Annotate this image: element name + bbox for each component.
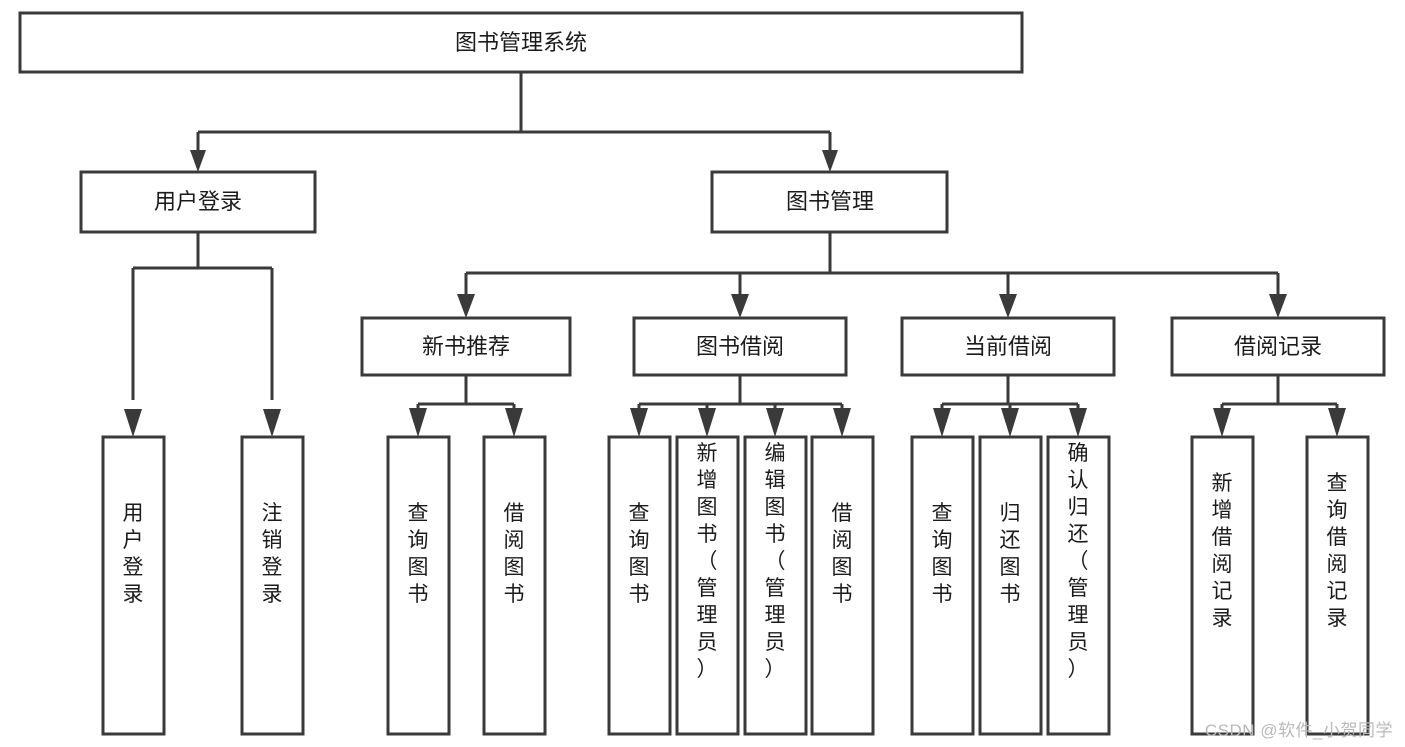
leaf-node-user-login[interactable]: 用户登录 [101,435,166,736]
leaf-query-book-3-label: 查询图书 [932,502,953,606]
leaf-edit-book-label: 编辑图书（管理员） [765,442,786,681]
leaf-add-book-box[interactable] [675,435,740,736]
leaf-query-book-2-box[interactable] [607,435,672,736]
leaf-query-book-1-box[interactable] [386,435,451,736]
node-borrow-record-label: 借阅记录 [1234,334,1322,359]
leaf-node-add-book[interactable]: 新增图书（管理员） [675,435,740,736]
leaf-add-record-label: 新增借阅记录 [1212,472,1233,630]
leaf-user-logout-label: 注销登录 [262,502,283,606]
leaf-node-query-book-2[interactable]: 查询图书 [607,435,672,736]
arrow-head-leaf-add-record [1213,408,1231,437]
leaf-confirm-return-label: 确认归还（管理员） [1068,442,1089,681]
leaf-query-record-box[interactable] [1305,435,1370,736]
leaf-user-login-box[interactable] [101,435,166,736]
leaf-node-query-record[interactable]: 查询借阅记录 [1305,435,1370,736]
leaf-borrow-book-2-box[interactable] [810,435,875,736]
node-root-box[interactable] [18,11,1024,74]
arrow-head-leaf-confirm-return [1069,408,1087,437]
leaf-node-borrow-book-1[interactable]: 借阅图书 [482,435,547,736]
leaf-borrow-book-1-box[interactable] [482,435,547,736]
node-current-borrow[interactable]: 当前借阅 [900,316,1116,377]
node-new-book-recommend-box[interactable] [360,316,572,377]
leaf-user-login-label: 用户登录 [123,502,144,606]
node-book-borrow-box[interactable] [632,316,848,377]
node-user-login-box[interactable] [79,170,317,234]
leaf-user-logout-box[interactable] [240,435,305,736]
node-current-borrow-box[interactable] [900,316,1116,377]
node-current-borrow-label: 当前借阅 [964,334,1052,359]
node-book-borrow[interactable]: 图书借阅 [632,316,848,377]
arrow-head-new-book-recommend [457,294,475,318]
node-user-login[interactable]: 用户登录 [79,170,317,234]
node-book-manage[interactable]: 图书管理 [710,170,949,234]
leaf-add-book-label: 新增图书（管理员） [697,442,718,681]
node-book-borrow-label: 图书借阅 [696,334,784,359]
node-user-login-label: 用户登录 [154,189,242,214]
arrow-head-leaf-add-book [698,408,716,437]
node-root[interactable]: 图书管理系统 [18,11,1024,74]
leaf-edit-book-box[interactable] [743,435,808,736]
node-root-label: 图书管理系统 [455,30,587,55]
arrow-head-book-borrow [731,294,749,318]
leaf-borrow-book-2-label: 借阅图书 [832,502,853,606]
leaf-node-confirm-return[interactable]: 确认归还（管理员） [1046,435,1111,736]
leaf-node-return-book[interactable]: 归还图书 [978,435,1043,736]
node-borrow-record-box[interactable] [1170,316,1386,377]
arrow-head-leaf-query-record [1328,408,1346,437]
leaf-node-user-logout[interactable]: 注销登录 [240,435,305,736]
leaf-query-book-3-box[interactable] [910,435,975,736]
leaf-query-book-2-label: 查询图书 [629,502,650,606]
arrow-head-leaf-user-logout [263,409,281,437]
leaf-query-book-1-label: 查询图书 [408,502,429,606]
leaf-confirm-return-box[interactable] [1046,435,1111,736]
leaf-borrow-book-1-label: 借阅图书 [504,502,525,606]
csdn-watermark: CSDN @软件_小贺同学 [1204,721,1393,740]
arrow-head-user-login [190,150,206,172]
node-book-manage-label: 图书管理 [786,189,874,214]
node-new-book-recommend-label: 新书推荐 [422,334,510,359]
leaf-node-query-book-1[interactable]: 查询图书 [386,435,451,736]
arrow-head-leaf-query-book-1 [409,408,427,437]
arrow-head-borrow-record [1269,294,1287,318]
node-borrow-record[interactable]: 借阅记录 [1170,316,1386,377]
arrow-head-leaf-return-book [1001,408,1019,437]
arrow-head-book-manage [822,150,838,172]
leaf-node-edit-book[interactable]: 编辑图书（管理员） [743,435,808,736]
node-book-manage-box[interactable] [710,170,949,234]
leaf-return-book-box[interactable] [978,435,1043,736]
arrow-head-current-borrow [999,294,1017,318]
leaf-node-add-record[interactable]: 新增借阅记录 [1190,435,1255,736]
leaf-add-record-box[interactable] [1190,435,1255,736]
leaf-return-book-label: 归还图书 [1000,502,1021,606]
arrow-head-leaf-edit-book [766,408,784,437]
connector-layer [124,72,1346,437]
arrow-head-leaf-user-login [124,409,142,437]
arrow-head-leaf-borrow-book-1 [505,408,523,437]
leaf-query-record-label: 查询借阅记录 [1327,472,1348,630]
node-new-book-recommend[interactable]: 新书推荐 [360,316,572,377]
arrow-head-leaf-borrow-book-2 [833,408,851,437]
leaf-node-borrow-book-2[interactable]: 借阅图书 [810,435,875,736]
leaf-node-query-book-3[interactable]: 查询图书 [910,435,975,736]
arrow-head-leaf-query-book-3 [933,408,951,437]
arrow-head-leaf-query-book-2 [630,408,648,437]
